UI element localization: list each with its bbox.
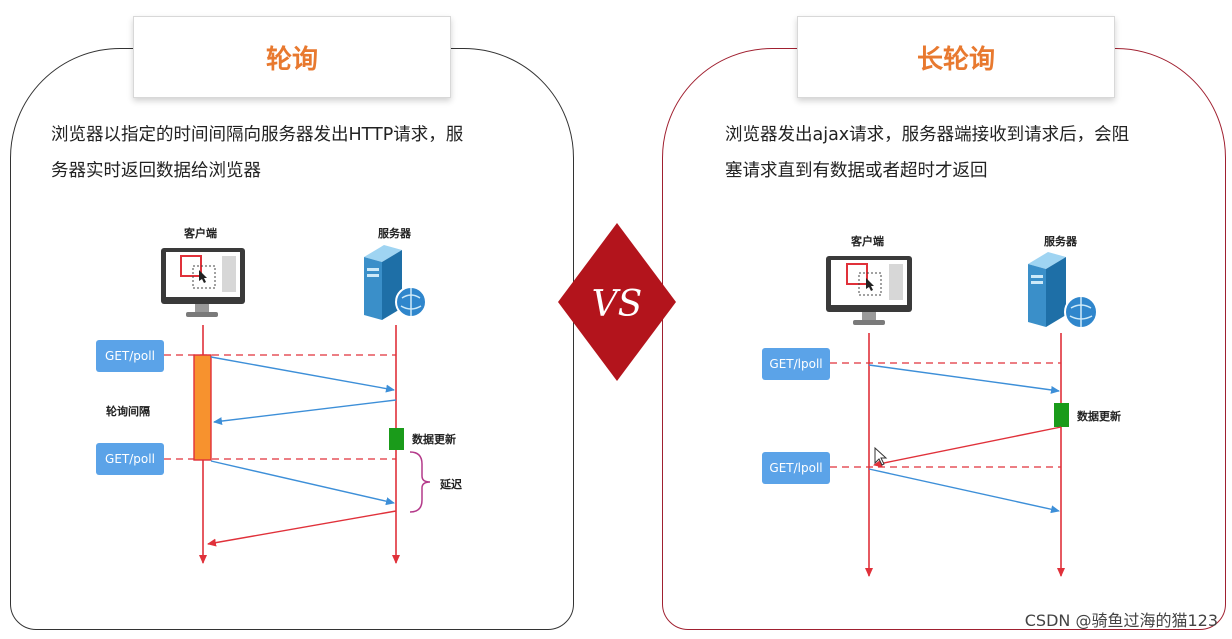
polling-panel	[10, 48, 574, 630]
client-monitor-icon	[161, 248, 245, 317]
vs-label: VS	[592, 284, 643, 325]
left-update-label: 数据更新	[412, 433, 456, 446]
data-update-bar	[389, 428, 404, 450]
polling-interval-label: 轮询间隔	[106, 405, 150, 418]
left-request-badge-1: GET/poll	[96, 340, 164, 372]
right-request-badge-2: GET/lpoll	[762, 452, 830, 484]
right-request-badge-1: GET/lpoll	[762, 348, 830, 380]
mouse-cursor-icon	[874, 446, 888, 466]
client-monitor-icon	[826, 256, 912, 325]
polling-description-line1: 浏览器以指定的时间间隔向服务器发出HTTP请求，服	[51, 125, 464, 145]
delay-brace	[409, 451, 431, 513]
data-update-bar	[1054, 403, 1069, 427]
watermark: CSDN @骑鱼过海的猫123	[1024, 611, 1218, 630]
left-request-badge-2: GET/poll	[96, 443, 164, 475]
polling-interval-bar	[193, 354, 212, 461]
long-polling-description-line2: 塞请求直到有数据或者超时才返回	[725, 161, 988, 181]
server-icon	[1028, 252, 1098, 329]
left-server-label: 服务器	[378, 227, 411, 240]
long-polling-panel	[662, 48, 1226, 630]
left-client-label: 客户端	[184, 227, 217, 240]
long-polling-description-line1: 浏览器发出ajax请求，服务器端接收到请求后，会阻	[725, 125, 1130, 145]
right-update-label: 数据更新	[1077, 410, 1121, 423]
delay-label: 延迟	[440, 478, 462, 491]
polling-description: 浏览器以指定的时间间隔向服务器发出HTTP请求，服 务器实时返回数据给浏览器	[51, 117, 541, 189]
polling-description-line2: 务器实时返回数据给浏览器	[51, 161, 261, 181]
polling-title: 轮询	[133, 16, 451, 98]
server-icon	[364, 245, 427, 320]
long-polling-title: 长轮询	[797, 16, 1115, 98]
long-polling-description: 浏览器发出ajax请求，服务器端接收到请求后，会阻 塞请求直到有数据或者超时才返…	[725, 117, 1215, 189]
right-client-label: 客户端	[851, 235, 884, 248]
right-server-label: 服务器	[1044, 235, 1077, 248]
vs-diamond: VS	[558, 223, 676, 381]
